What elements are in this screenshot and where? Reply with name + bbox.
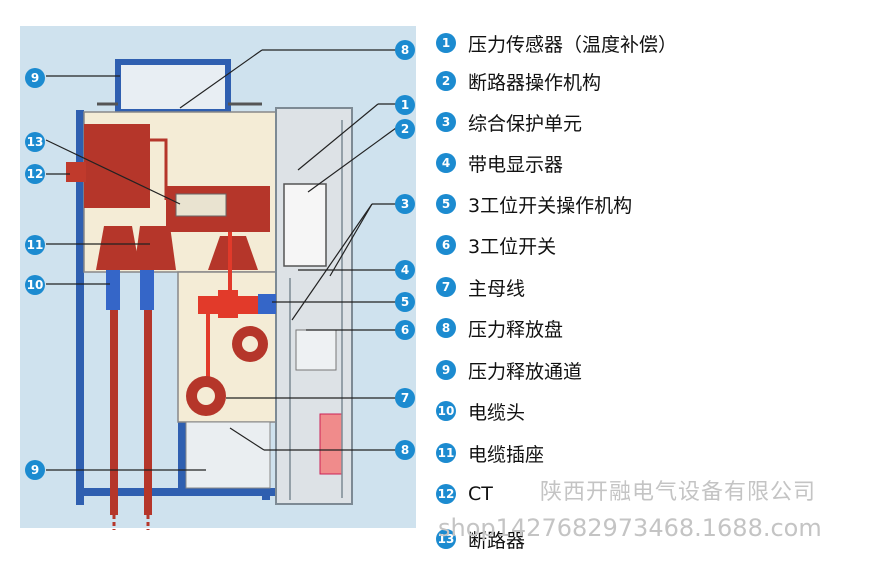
callout-11: 11 — [25, 235, 45, 255]
pink-indicator — [319, 413, 343, 475]
legend-label: 3工位开关操作机构 — [468, 194, 633, 217]
callout-9-bottom: 9 — [25, 460, 45, 480]
legend-label: 断路器 — [468, 529, 526, 552]
legend-number-badge: 7 — [436, 277, 456, 297]
frame-mid-upright — [178, 390, 186, 495]
callout-1: 1 — [395, 95, 415, 115]
cable-compartment — [185, 421, 271, 489]
callout-13: 13 — [25, 132, 45, 152]
callout-4: 4 — [395, 260, 415, 280]
legend-number-badge: 11 — [436, 443, 456, 463]
legend-number-badge: 5 — [436, 194, 456, 214]
protection-unit-box — [295, 329, 337, 371]
pressure-relief-channel-top — [97, 59, 262, 115]
legend-label: 带电显示器 — [468, 153, 564, 176]
legend-item: 5 3工位开关操作机构 — [436, 189, 632, 219]
cable-socket-left — [96, 226, 140, 270]
leader-lines — [45, 49, 397, 471]
legend-number-badge: 9 — [436, 360, 456, 380]
legend-item: 10 电缆头 — [436, 396, 525, 426]
callout-2: 2 — [395, 119, 415, 139]
legend-label: 3工位开关 — [468, 235, 557, 258]
legend-number-badge: 6 — [436, 235, 456, 255]
callout-9-top: 9 — [25, 68, 45, 88]
legend-item: 7 主母线 — [436, 272, 525, 302]
watermark-shop-url: shop1427682973468.1688.com — [438, 514, 822, 542]
legend-item: 1 压力传感器（温度补偿） — [436, 28, 677, 58]
callout-5: 5 — [395, 292, 415, 312]
legend-item: 3 综合保护单元 — [436, 107, 582, 137]
legend-label: CT — [468, 483, 493, 505]
legend-number-badge: 2 — [436, 71, 456, 91]
frame-bottom — [76, 488, 276, 496]
legend-item: 13 断路器 — [436, 524, 525, 554]
callout-8-bottom: 8 — [395, 440, 415, 460]
legend-item: 6 3工位开关 — [436, 230, 556, 260]
legend-item: 2 断路器操作机构 — [436, 66, 601, 96]
callout-10: 10 — [25, 275, 45, 295]
legend-label: 主母线 — [468, 277, 526, 300]
cable-heads — [106, 270, 154, 310]
watermark-company: 陕西开融电气设备有限公司 — [540, 480, 817, 505]
callout-6: 6 — [395, 320, 415, 340]
legend-item: 11 电缆插座 — [436, 438, 544, 468]
legend-label: 断路器操作机构 — [468, 71, 602, 94]
legend-number-badge: 4 — [436, 153, 456, 173]
legend-number-badge: 12 — [436, 484, 456, 504]
legend-number-badge: 3 — [436, 112, 456, 132]
legend-number-badge: 8 — [436, 318, 456, 338]
legend-label: 压力传感器（温度补偿） — [468, 33, 678, 56]
callout-8-top: 8 — [395, 40, 415, 60]
breaker-mechanism-box — [283, 183, 327, 267]
legend-label: 压力释放盘 — [468, 318, 564, 341]
cable-socket-right — [134, 226, 176, 270]
frame-left-upright — [76, 110, 84, 505]
legend-item: 12 CT — [436, 479, 493, 509]
legend-label: 压力释放通道 — [468, 360, 583, 383]
legend-number-badge: 13 — [436, 529, 456, 549]
three-position-switch — [198, 232, 276, 380]
callout-3: 3 — [395, 194, 415, 214]
legend-label: 综合保护单元 — [468, 112, 583, 135]
callout-12: 12 — [25, 164, 45, 184]
legend-item: 8 压力释放盘 — [436, 313, 563, 343]
legend-item: 4 带电显示器 — [436, 148, 563, 178]
legend-label: 电缆头 — [468, 401, 526, 424]
busbar-cone — [208, 236, 258, 270]
circuit-breaker — [66, 124, 270, 232]
legend-item: 9 压力释放通道 — [436, 355, 582, 385]
cables — [110, 310, 152, 530]
legend-number-badge: 10 — [436, 401, 456, 421]
callout-7: 7 — [395, 388, 415, 408]
legend-number-badge: 1 — [436, 33, 456, 53]
legend-label: 电缆插座 — [468, 443, 545, 466]
